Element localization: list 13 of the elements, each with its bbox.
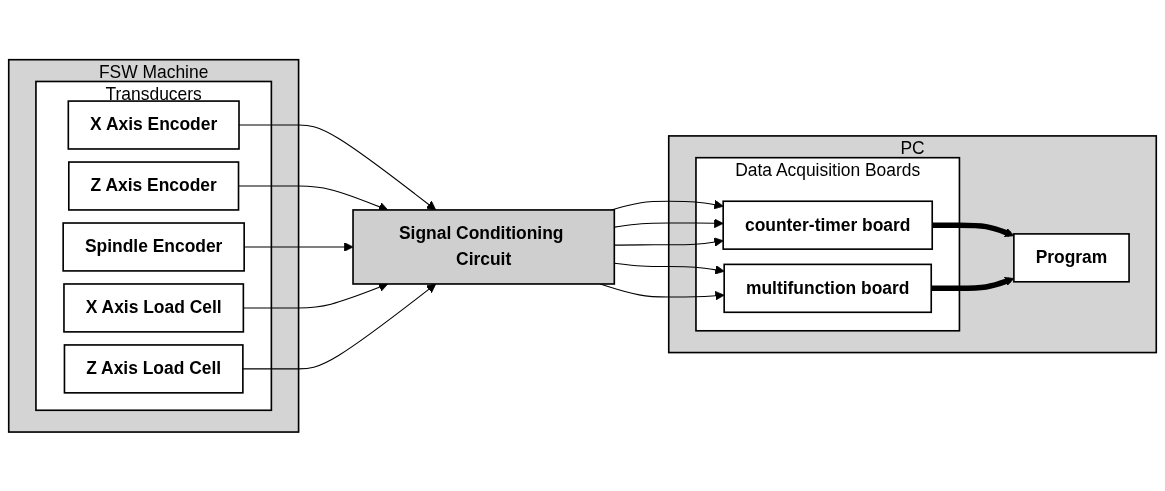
- node-box: Signal Conditioning Circuit: [352, 208, 616, 285]
- node-box: multifunction board: [723, 263, 933, 313]
- arrow: [931, 276, 1015, 291]
- node-box: Z Axis Encoder: [68, 160, 240, 211]
- node-box: Program: [1013, 232, 1130, 283]
- node-box: Spindle Encoder: [62, 221, 245, 272]
- node-box: X Axis Load Cell: [63, 282, 245, 333]
- node-box: X Axis Encoder: [67, 99, 240, 150]
- arrow: [238, 124, 437, 210]
- arrow: [242, 283, 437, 370]
- node-box: counter-timer board: [722, 200, 934, 250]
- arrow: [932, 222, 1015, 237]
- node-box: Z Axis Load Cell: [63, 343, 244, 394]
